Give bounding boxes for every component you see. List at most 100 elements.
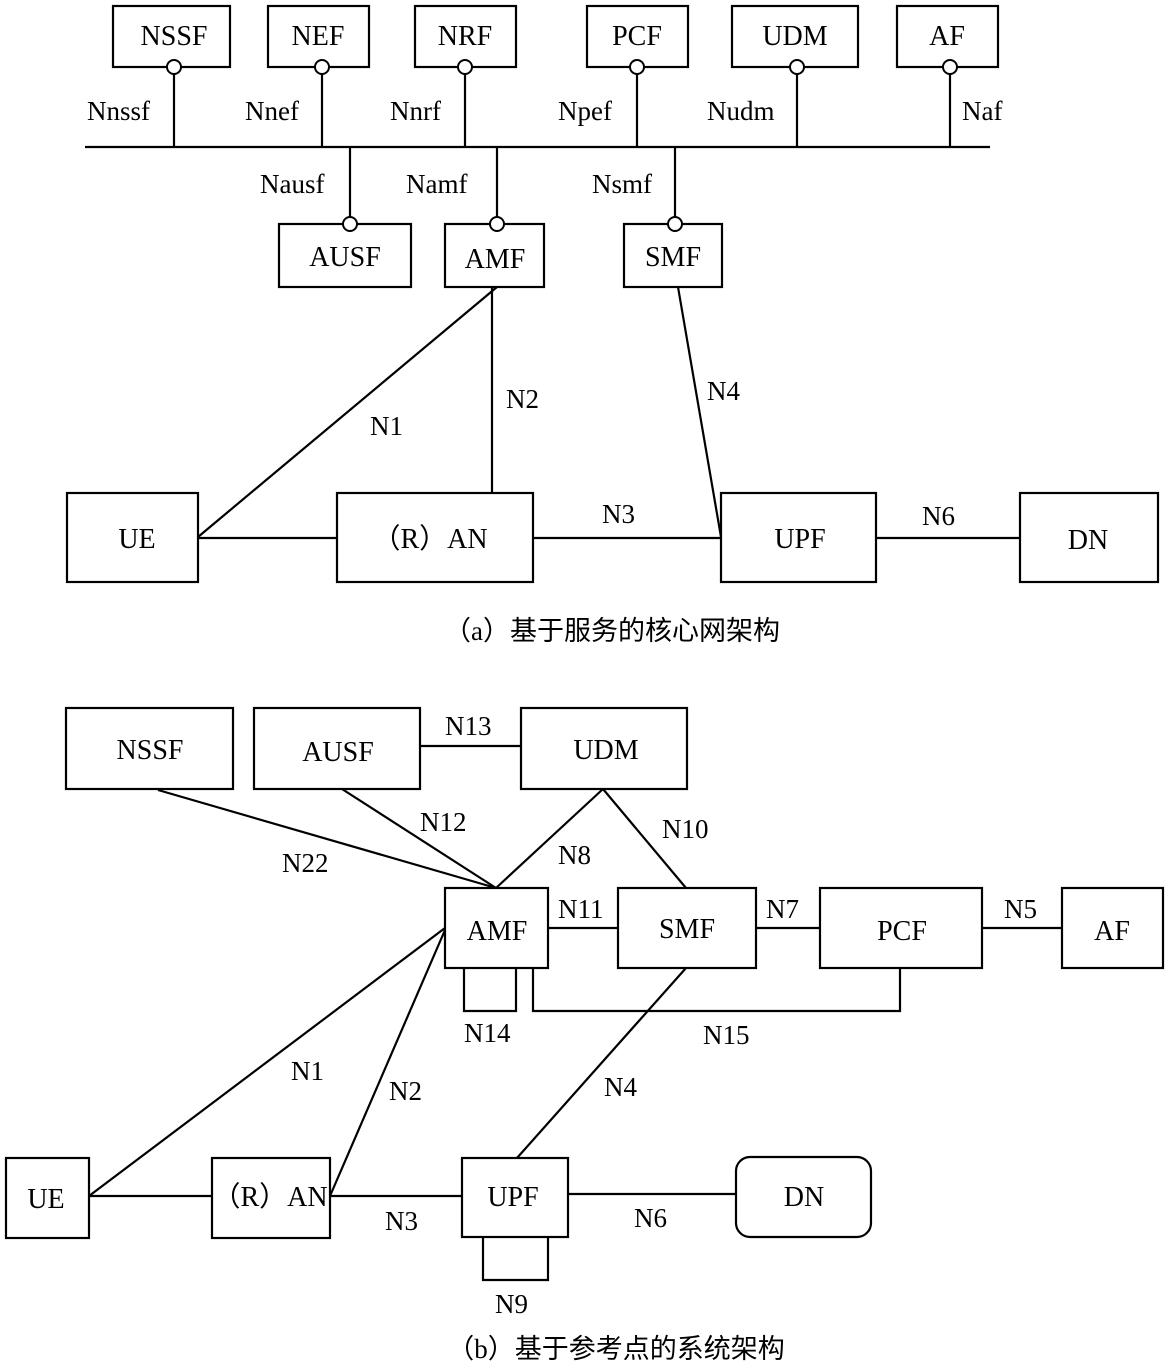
naf-label: Naf: [962, 96, 1002, 126]
link-n2: [328, 929, 447, 1197]
link-n10: [602, 788, 687, 889]
pcf-box: [585, 4, 690, 69]
nnrf-label: Nnrf: [390, 96, 441, 126]
ue-label: UE: [27, 1184, 64, 1215]
link-n4: [676, 286, 723, 538]
nrf-port: [457, 59, 473, 75]
npef-label: Npef: [558, 96, 612, 126]
nssf-port: [166, 59, 182, 75]
af-port: [942, 59, 958, 75]
nef-port: [314, 59, 330, 75]
n6-label: N6: [922, 501, 955, 531]
link-n22: [157, 788, 497, 890]
n3-label: N3: [602, 499, 635, 529]
nsmf-label: Nsmf: [592, 169, 652, 199]
link-n12: [341, 788, 497, 889]
dn-label: DN: [784, 1182, 824, 1213]
ausf-label: AUSF: [309, 242, 381, 273]
n15-label: N15: [703, 1020, 750, 1050]
nnef-label: Nnef: [245, 96, 299, 126]
link-n8: [495, 788, 604, 889]
nausf-label: Nausf: [260, 169, 324, 199]
amf-box: [443, 886, 550, 970]
ausf-box: [277, 222, 413, 289]
n11-label: N11: [558, 894, 604, 924]
n13-label: N13: [445, 711, 492, 741]
n5-label: N5: [1004, 894, 1037, 924]
nrf-label: NRF: [438, 21, 492, 52]
ausf-port: [342, 216, 358, 232]
caption-a: （a）基于服务的核心网架构: [444, 616, 780, 646]
ran-label: （R）AN: [372, 523, 487, 555]
ran-box: [210, 1156, 332, 1240]
link-n1: [88, 927, 446, 1197]
ran-box: [335, 491, 535, 584]
nssf-label: NSSF: [117, 735, 184, 766]
n4-label: N4: [707, 376, 740, 406]
nef-label: NEF: [292, 21, 345, 52]
ue-box: [65, 491, 200, 584]
upf-box: [460, 1156, 570, 1239]
amf-label: AMF: [467, 916, 528, 947]
pcf-box: [818, 886, 984, 970]
ue-label: UE: [118, 524, 155, 555]
link-n14: [462, 968, 518, 1013]
n4-label: N4: [604, 1072, 637, 1102]
service-based-architecture: NSSF NEF NRF PCF UDM AF Nnssf Nnef Nnrf …: [65, 4, 1160, 646]
n2-label: N2: [506, 384, 539, 414]
link-n15: [531, 968, 902, 1013]
n14-label: N14: [464, 1018, 511, 1048]
upf-box: [719, 491, 878, 584]
smf-label: SMF: [645, 242, 701, 273]
nssf-box: [64, 706, 235, 791]
nnssf-label: Nnssf: [87, 96, 150, 126]
udm-port: [789, 59, 805, 75]
upf-label: UPF: [774, 524, 825, 555]
smf-port: [667, 216, 683, 232]
n1-label: N1: [291, 1056, 324, 1086]
reference-point-architecture: NSSF AUSF UDM AMF SMF PCF AF UE （R）AN UP…: [4, 706, 1165, 1364]
af-box: [1060, 886, 1165, 970]
upf-label: UPF: [487, 1182, 538, 1213]
nssf-box: [111, 4, 232, 69]
af-box: [895, 4, 1000, 69]
smf-box: [616, 886, 758, 970]
dn-label: DN: [1068, 525, 1108, 556]
n9-label: N9: [495, 1289, 528, 1319]
pcf-port: [629, 59, 645, 75]
n10-label: N10: [662, 814, 709, 844]
udm-label: UDM: [573, 735, 638, 766]
ran-label: （R）AN: [212, 1181, 327, 1213]
pcf-label: PCF: [612, 21, 662, 52]
ausf-label: AUSF: [302, 737, 374, 768]
smf-box: [622, 222, 724, 289]
af-label: AF: [1094, 916, 1130, 947]
amf-port: [489, 216, 505, 232]
af-label: AF: [929, 21, 965, 52]
n22-label: N22: [282, 848, 329, 878]
namf-label: Namf: [406, 169, 467, 199]
udm-box: [519, 706, 689, 791]
n8-label: N8: [558, 840, 591, 870]
udm-label: UDM: [762, 21, 827, 52]
n7-label: N7: [766, 894, 799, 924]
caption-b: （b）基于参考点的系统架构: [447, 1334, 785, 1364]
n12-label: N12: [420, 807, 467, 837]
dn-box: [734, 1155, 873, 1239]
amf-label: AMF: [465, 244, 526, 275]
smf-label: SMF: [659, 914, 715, 945]
ue-box: [4, 1156, 91, 1240]
n6-label: N6: [634, 1203, 667, 1233]
nudm-label: Nudm: [707, 96, 775, 126]
link-n4: [516, 967, 687, 1159]
n2-label: N2: [389, 1076, 422, 1106]
nssf-label: NSSF: [141, 21, 208, 52]
nef-box: [266, 4, 371, 69]
amf-box: [443, 222, 546, 289]
link-n1: [197, 286, 498, 538]
link-n9: [481, 1237, 550, 1282]
ausf-box: [252, 706, 422, 791]
udm-box: [730, 4, 860, 69]
n1-label: N1: [370, 411, 403, 441]
